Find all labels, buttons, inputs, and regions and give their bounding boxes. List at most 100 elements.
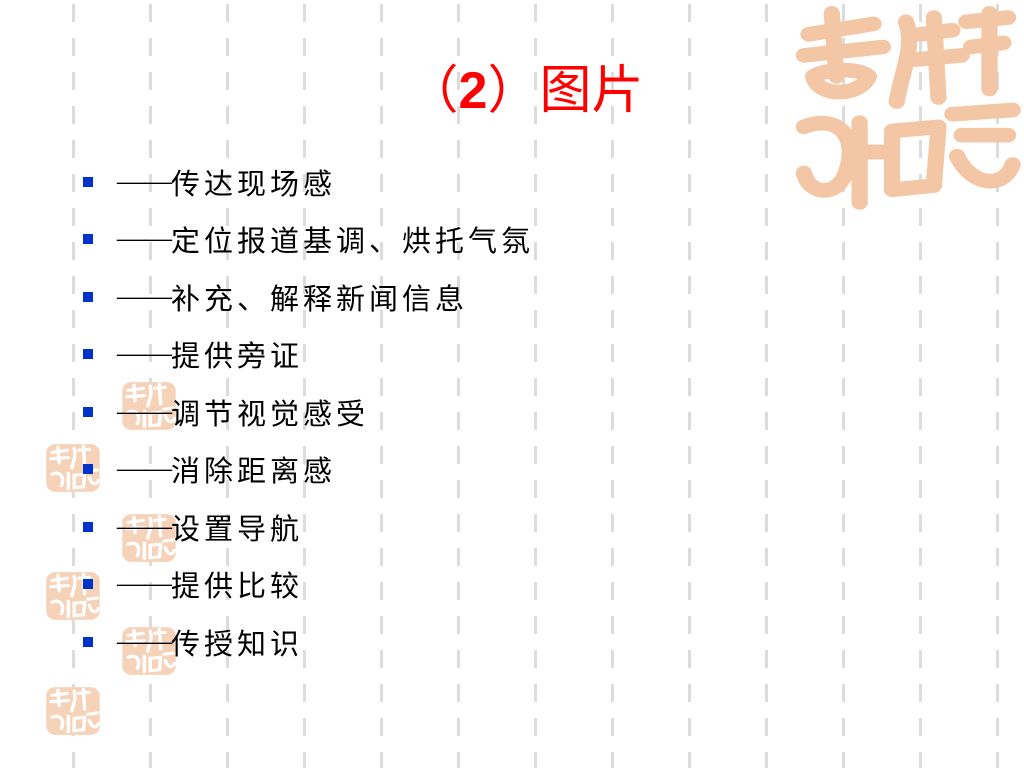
background-dash <box>149 752 152 768</box>
background-dash <box>765 310 768 328</box>
square-bullet-icon <box>83 406 93 417</box>
background-dash <box>457 208 460 226</box>
background-dash <box>303 582 306 600</box>
background-dash <box>611 548 614 566</box>
background-dash <box>996 310 999 328</box>
background-dash <box>380 208 383 226</box>
background-dash <box>534 582 537 600</box>
background-dash <box>842 480 845 498</box>
background-dash <box>765 446 768 464</box>
background-dash <box>303 106 306 124</box>
background-dash <box>534 38 537 56</box>
background-dash <box>380 72 383 90</box>
background-dash <box>457 174 460 192</box>
background-dash <box>765 242 768 260</box>
background-dash <box>149 242 152 260</box>
background-dash <box>72 72 75 90</box>
background-dash <box>457 752 460 768</box>
background-dash <box>688 548 691 566</box>
title-number: 2 <box>458 62 488 120</box>
background-dash <box>919 514 922 532</box>
background-dash <box>765 4 768 22</box>
background-dash <box>688 344 691 362</box>
background-dash <box>688 412 691 430</box>
background-dash <box>919 616 922 634</box>
bullet-text: 提供旁证 <box>171 339 304 374</box>
background-dash <box>688 582 691 600</box>
background-dash <box>919 378 922 396</box>
background-dash <box>303 72 306 90</box>
background-dash <box>611 310 614 328</box>
background-dash <box>72 208 75 226</box>
square-bullet-icon <box>83 291 93 302</box>
background-dash <box>919 752 922 768</box>
background-dash <box>842 446 845 464</box>
background-dash <box>996 548 999 566</box>
background-dash <box>842 378 845 396</box>
list-item: —— 提供旁证 <box>80 326 534 384</box>
calligraphy-seal-icon <box>790 5 1022 215</box>
background-dash <box>457 276 460 294</box>
background-dash <box>996 582 999 600</box>
background-dash <box>765 616 768 634</box>
bullet-text: 消除距离感 <box>171 454 337 489</box>
background-dash <box>72 548 75 566</box>
background-dash <box>765 718 768 736</box>
background-dash <box>919 208 922 226</box>
background-dash <box>765 752 768 768</box>
background-dash <box>611 140 614 158</box>
background-dash <box>919 548 922 566</box>
square-bullet-icon <box>83 636 93 647</box>
background-dash <box>688 718 691 736</box>
background-dash <box>534 446 537 464</box>
background-dash <box>765 684 768 702</box>
background-dash <box>611 276 614 294</box>
list-item: —— 调节视觉感受 <box>80 383 534 441</box>
background-dash <box>226 446 229 464</box>
background-dash <box>611 38 614 56</box>
background-dash <box>303 174 306 192</box>
background-dash <box>226 548 229 566</box>
background-dash <box>996 378 999 396</box>
bullet-dash: —— <box>117 223 172 255</box>
background-dash <box>842 310 845 328</box>
background-dash <box>688 480 691 498</box>
background-dash <box>919 684 922 702</box>
background-dash <box>72 412 75 430</box>
background-dash <box>534 752 537 768</box>
background-dash <box>611 4 614 22</box>
background-dash <box>226 174 229 192</box>
background-dash <box>303 310 306 328</box>
background-dash <box>996 752 999 768</box>
background-dash <box>765 276 768 294</box>
background-dash <box>765 480 768 498</box>
background-dash <box>380 38 383 56</box>
background-dash <box>149 480 152 498</box>
background-dash <box>534 276 537 294</box>
background-dash <box>303 412 306 430</box>
background-dash <box>611 446 614 464</box>
background-dash <box>996 514 999 532</box>
bullet-dash: —— <box>117 338 172 370</box>
background-dash <box>534 650 537 668</box>
background-dash <box>303 140 306 158</box>
background-dash <box>457 514 460 532</box>
background-dash <box>380 514 383 532</box>
background-dash <box>226 208 229 226</box>
background-dash <box>688 616 691 634</box>
background-dash <box>534 4 537 22</box>
background-dash <box>611 514 614 532</box>
background-dash <box>919 4 922 22</box>
background-dash <box>611 650 614 668</box>
background-dash <box>149 208 152 226</box>
background-dash <box>919 106 922 124</box>
background-dash <box>534 480 537 498</box>
background-dash <box>919 582 922 600</box>
background-dash <box>996 276 999 294</box>
background-dash <box>226 72 229 90</box>
background-dash <box>72 650 75 668</box>
background-dash <box>919 718 922 736</box>
background-dash <box>842 412 845 430</box>
